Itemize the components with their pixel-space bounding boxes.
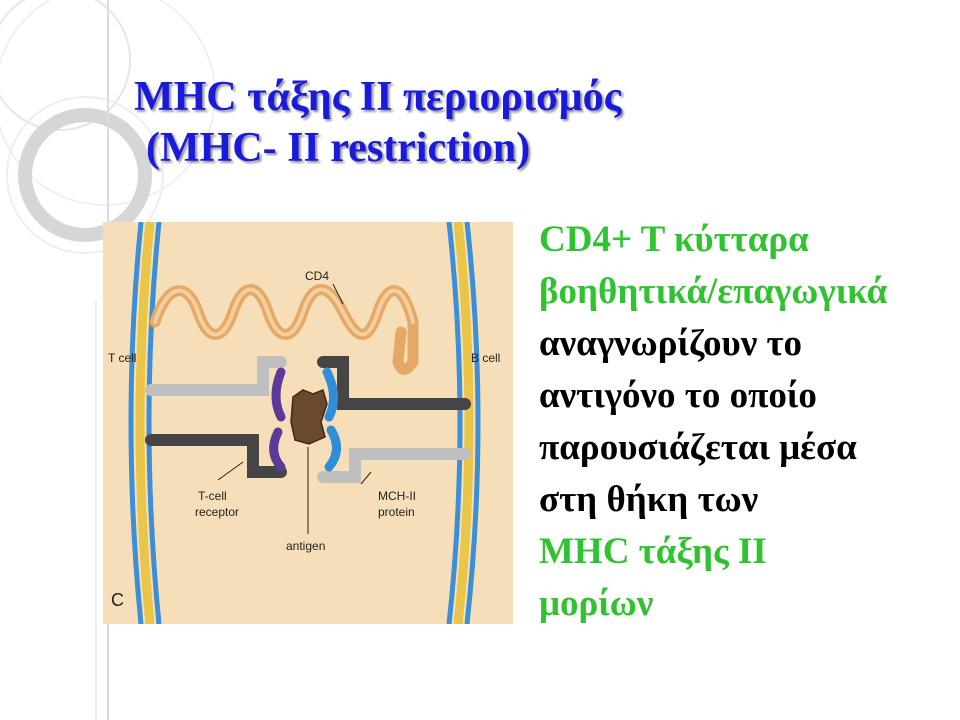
label-cd4: CD4	[305, 269, 329, 283]
label-tcr-line-1: T-cell	[198, 489, 227, 503]
body-line-7: MHC τάξης II	[539, 531, 767, 572]
label-mhc-line-2: protein	[378, 505, 415, 519]
body-line-3: αναγνωρίζουν το	[539, 323, 803, 364]
b-cell-membrane	[446, 222, 481, 624]
body-text: CD4+ T κύτταρα βοηθητικά/επαγωγικά αναγν…	[539, 214, 954, 630]
body-line-6: στη θήκη των	[539, 479, 759, 520]
body-line-8: μορίων	[539, 583, 654, 624]
label-mhc-line-1: MCH-II	[378, 489, 416, 503]
body-line-2: βοηθητικά/επαγωγικά	[539, 271, 888, 312]
mhc-ii-protein	[317, 356, 471, 483]
label-b-cell: B cell	[471, 351, 500, 365]
label-antigen: antigen	[286, 539, 325, 553]
body-line-4: αντιγόνο το οποίο	[539, 375, 817, 416]
body-line-1: CD4+ T κύτταρα	[539, 219, 809, 260]
antigen-peptide	[290, 388, 328, 445]
body-line-5: παρουσιάζεται μέσα	[539, 427, 857, 468]
label-t-cell: T cell	[108, 351, 136, 365]
t-cell-membrane	[128, 222, 162, 624]
slide-title: MHC τάξης II περιορισμός (MHC- II restri…	[134, 72, 894, 174]
title-line-1: MHC τάξης II περιορισμός	[134, 74, 622, 120]
binding-domains	[269, 367, 341, 472]
title-line-2: (MHC- II restriction)	[146, 125, 531, 172]
label-tcr-line-2: receptor	[195, 505, 239, 519]
t-cell-receptor	[145, 356, 287, 478]
label-panel: C	[111, 590, 124, 610]
mhc-restriction-figure: CD4 T cell B cell T-cell receptor MCH-II…	[103, 222, 513, 624]
